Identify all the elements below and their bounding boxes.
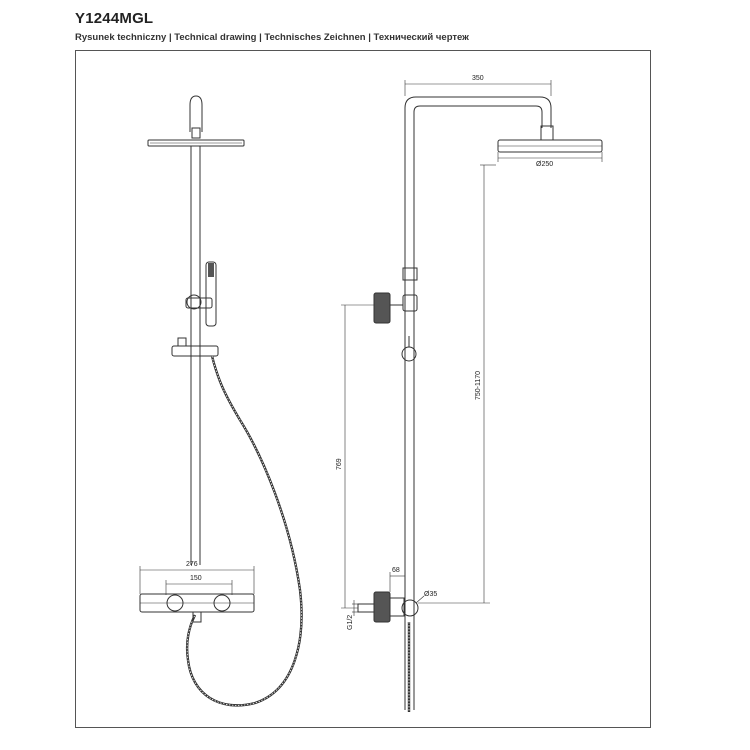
dim-35-leader [415,595,425,604]
front-head-arm [189,95,203,132]
front-hose [185,355,303,707]
side-mixer-knob [401,599,419,617]
front-hand-shower [205,261,217,327]
side-pipe-inner [413,105,543,710]
side-hand-shower-head [373,292,391,324]
model-title: Y1244MGL [75,10,154,27]
label-35: Ø35 [424,591,437,598]
label-68: 68 [392,567,400,574]
side-pipe-outer [404,96,552,710]
side-head-connector [540,125,554,141]
front-view [139,95,303,707]
label-g12: G1/2 [347,615,354,630]
side-view [341,80,603,712]
front-bracket-cap [177,337,187,347]
side-mixer-handle [373,591,391,623]
side-inlet [357,603,375,613]
front-slider-knob [186,294,202,310]
drawing-frame [75,50,651,728]
drawing-subtitle: Rysunek techniczny | Technical drawing |… [75,32,469,43]
side-slider [402,294,418,312]
front-outlet [192,611,202,623]
front-slider [185,297,213,309]
front-shower-head [147,139,245,147]
label-150: 150 [190,575,202,582]
label-769: 769 [336,458,343,470]
front-right-knob [213,594,231,612]
label-350: 350 [472,75,484,82]
label-250: Ø250 [536,161,553,168]
side-slider-upper [402,267,418,281]
front-hand-shower-nozzle [208,263,214,277]
label-750-1170: 750-1170 [475,371,482,400]
label-276: 276 [186,561,198,568]
front-head-swivel [191,127,201,139]
front-lower-bracket [171,345,219,357]
front-left-knob [166,594,184,612]
side-mixer-body [389,597,405,617]
